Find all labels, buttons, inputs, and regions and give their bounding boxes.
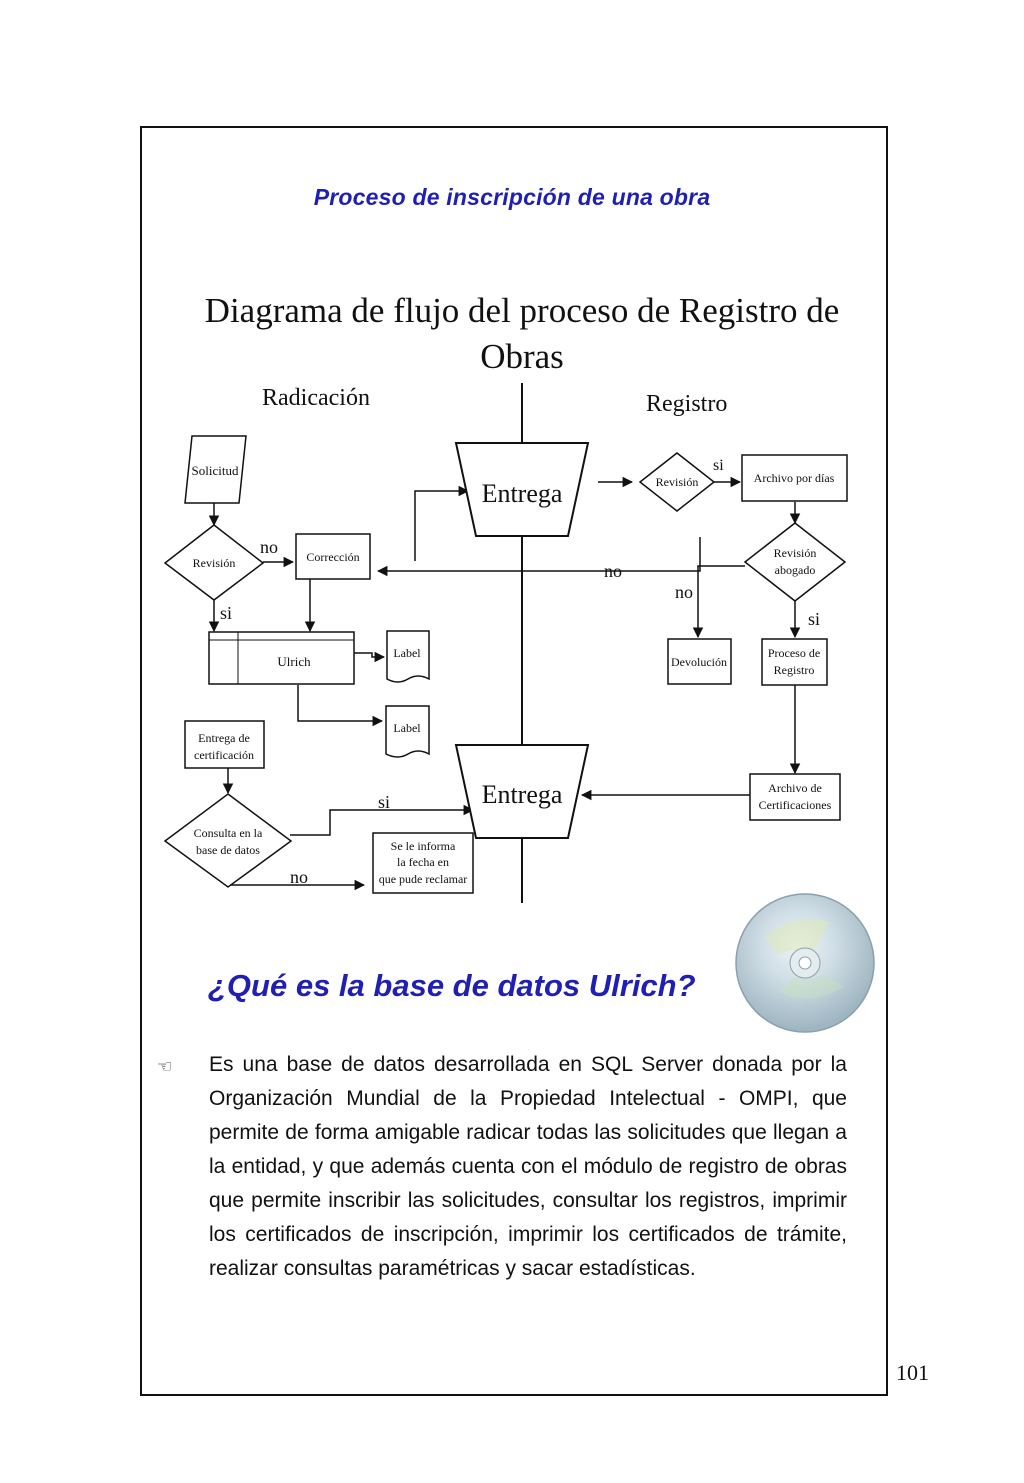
- node-label-doc-1: [386, 630, 430, 683]
- lane-label-radicacion: Radicación: [262, 385, 370, 411]
- node-proceso-line2: Registro: [774, 663, 815, 677]
- node-devolucion-label: Devolución: [671, 655, 727, 669]
- node-ulrich-label: Ulrich: [277, 654, 311, 669]
- node-revision-registro-label: Revisión: [656, 475, 699, 489]
- edge-label-si-archivo: si: [713, 457, 724, 474]
- node-archivo-dias-label: Archivo por días: [754, 471, 835, 485]
- edge-label-no-informa: no: [290, 867, 308, 887]
- node-informa-line1: Se le informa: [391, 839, 456, 853]
- node-revision-abogado-line2: abogado: [775, 563, 816, 577]
- node-archivo-dias: [741, 454, 848, 502]
- node-correccion: [295, 533, 371, 580]
- pointing-hand-icon: ☜: [157, 1057, 173, 1077]
- node-informa-line2: la fecha en: [397, 855, 449, 869]
- node-archivo-cert-line1: Archivo de: [768, 781, 822, 795]
- section-question: ¿Qué es la base de datos Ulrich?: [208, 968, 696, 1003]
- edge-label-si-proceso: si: [808, 609, 820, 629]
- node-consulta-line1: Consulta en la: [194, 826, 263, 840]
- node-revision-abogado: [743, 522, 847, 602]
- node-revision-label: Revisión: [193, 556, 236, 570]
- node-label-1-text: Label: [393, 646, 421, 660]
- node-se-le-informa: [372, 832, 474, 894]
- node-label-2-text: Label: [393, 721, 421, 735]
- node-proceso-registro: [761, 638, 828, 686]
- edge-label-si-entrega: si: [378, 792, 390, 812]
- node-entrega-bottom: [454, 744, 590, 839]
- node-ulrich: [208, 631, 355, 685]
- lane-label-registro: Registro: [646, 391, 727, 417]
- section-title: Proceso de inscripción de una obra: [313, 184, 711, 210]
- node-solicitud: [184, 435, 247, 504]
- diagram-title-line1: Diagrama de flujo del proceso de Registr…: [205, 291, 840, 330]
- node-consulta: [163, 793, 293, 888]
- node-proceso-line1: Proceso de: [768, 646, 820, 660]
- node-revision-registro: [638, 452, 716, 512]
- cd-disc-icon: [735, 893, 875, 1033]
- edge-label-si-ulrich: si: [220, 603, 232, 623]
- diagram-title-line2: Obras: [480, 337, 564, 376]
- node-archivo-cert-line2: Certificaciones: [759, 798, 832, 812]
- node-revision-abogado-line1: Revisión: [774, 546, 817, 560]
- node-correccion-label: Corrección: [306, 550, 359, 564]
- node-informa-line3: que pude reclamar: [379, 872, 468, 886]
- node-entrega-top-label: Entrega: [482, 479, 563, 508]
- edge-label-no-devolucion: no: [675, 582, 693, 602]
- edge-label-no-correccion: no: [260, 537, 278, 557]
- page-number: 101: [896, 1360, 929, 1385]
- node-consulta-line2: base de datos: [196, 843, 260, 857]
- node-entrega-cert-line1: Entrega de: [198, 731, 250, 745]
- node-entrega-cert-line2: certificación: [194, 748, 254, 762]
- node-archivo-certificaciones: [749, 773, 841, 821]
- node-entrega-top: [454, 442, 590, 537]
- node-devolucion: [667, 638, 732, 685]
- node-solicitud-label: Solicitud: [192, 463, 239, 478]
- page-frame: [140, 126, 888, 1396]
- node-revision: [163, 524, 265, 601]
- edge-label-no-entrega: no: [604, 561, 622, 581]
- registration-flowchart: Diagrama de flujo del proceso de Registr…: [163, 291, 848, 903]
- node-entrega-certificacion: [184, 720, 265, 769]
- node-entrega-bottom-label: Entrega: [482, 780, 563, 809]
- node-label-doc-2: [385, 705, 430, 758]
- section-paragraph: Es una base de datos desarrollada en SQL…: [209, 1053, 847, 1280]
